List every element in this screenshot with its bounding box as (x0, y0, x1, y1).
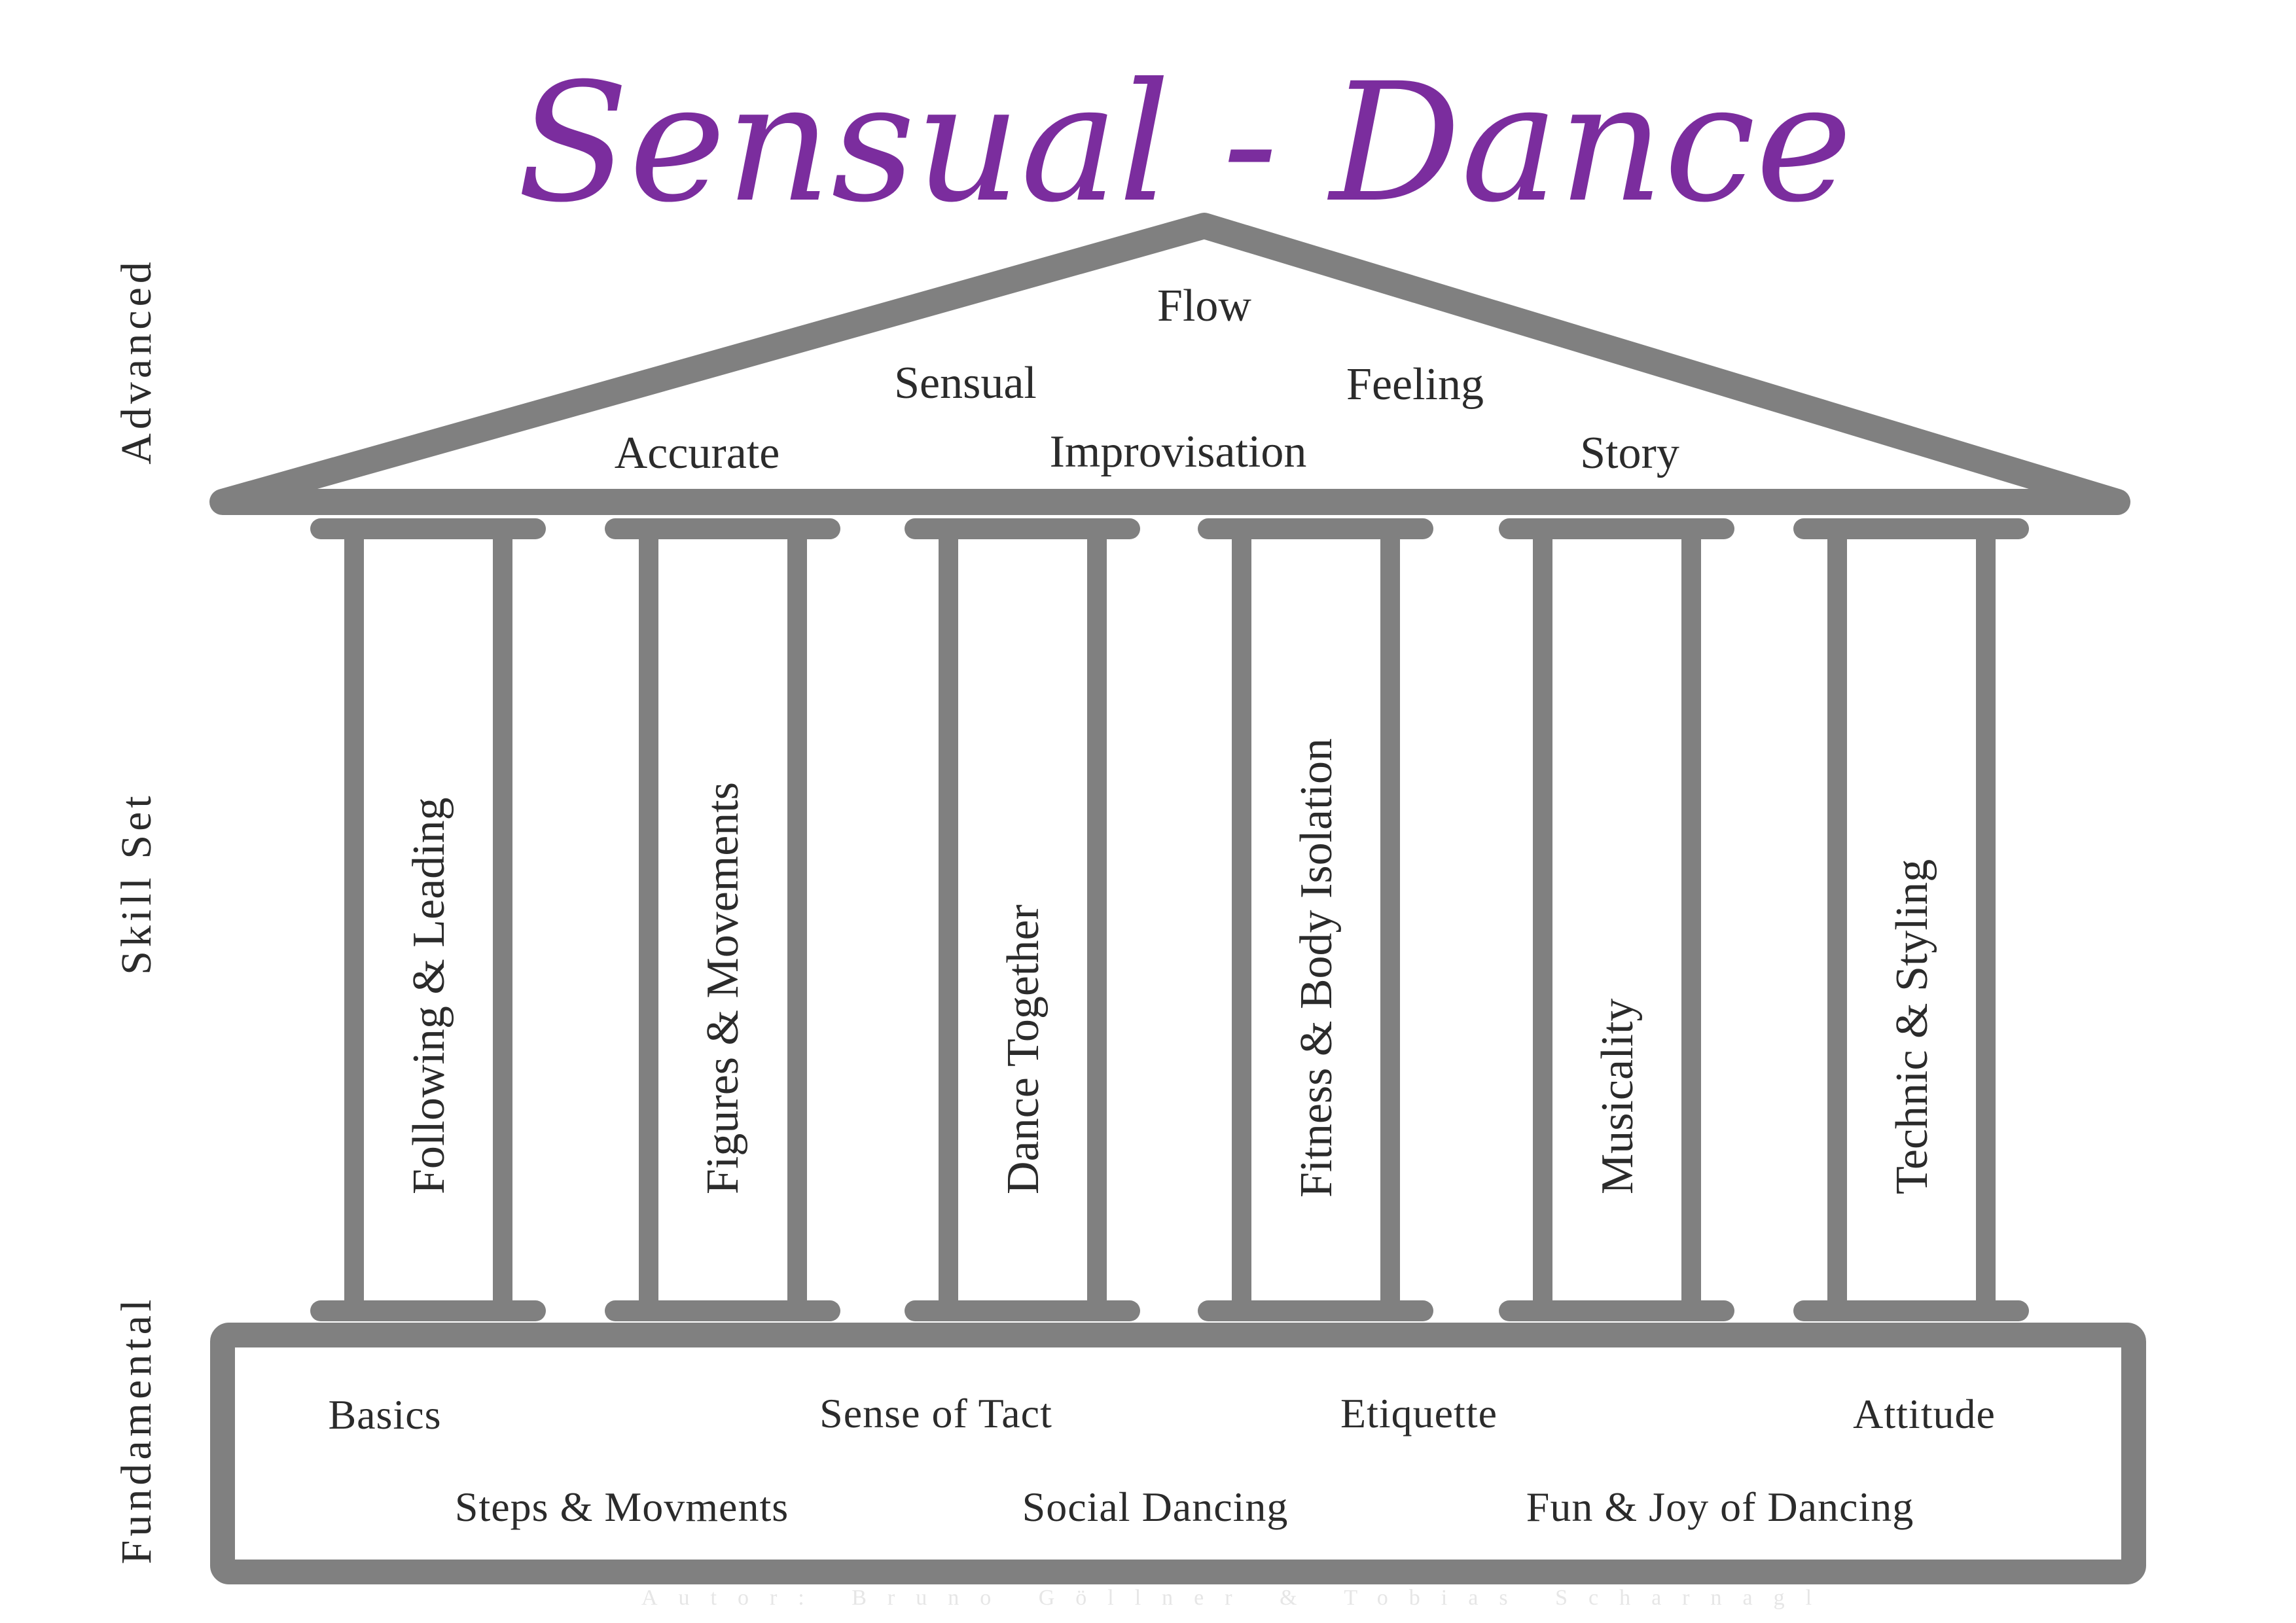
roof-word-improvisation: Improvisation (1050, 427, 1307, 477)
pillar-4 (1198, 518, 1433, 1321)
level-label-skill-set: Skill Set (113, 792, 160, 975)
pillar-label-figures-movements: Figures & Movements (698, 782, 748, 1194)
pillar-label-following-leading: Following & Leading (404, 797, 454, 1194)
foundation-words: Basics Sense of Tact Etiquette Attitude … (328, 1390, 1996, 1530)
pillar-1 (310, 518, 546, 1321)
pillar-label-dance-together: Dance Together (998, 904, 1049, 1194)
roof-word-flow: Flow (1157, 281, 1251, 331)
foundation-word-etiquette: Etiquette (1340, 1390, 1498, 1436)
level-label-fundamental: Fundamental (113, 1296, 160, 1565)
foundation-word-social-dancing: Social Dancing (1022, 1484, 1289, 1530)
roof-word-sensual: Sensual (894, 358, 1037, 408)
roof-triangle (209, 213, 2130, 515)
pillar-3 (905, 518, 1140, 1321)
roof-word-accurate: Accurate (615, 428, 780, 478)
foundation-box (210, 1323, 2146, 1584)
level-labels: Advanced Skill Set Fundamental (113, 258, 160, 1564)
pillar-6 (1793, 518, 2029, 1321)
roof (209, 213, 2130, 515)
pillar-2 (605, 518, 840, 1321)
foundation-word-fun-joy: Fun & Joy of Dancing (1526, 1484, 1914, 1530)
foundation-word-attitude: Attitude (1853, 1391, 1996, 1437)
pillar-5 (1499, 518, 1734, 1321)
foundation-word-steps-movments: Steps & Movments (455, 1484, 789, 1530)
pillar-label-fitness-body-isolation: Fitness & Body Isolation (1291, 738, 1342, 1198)
pillar-labels: Following & Leading Figures & Movements … (404, 738, 1937, 1198)
pillars (310, 518, 2029, 1321)
level-label-advanced: Advanced (113, 258, 160, 465)
diagram-title: Sensual - Dance (517, 48, 1852, 238)
roof-word-feeling: Feeling (1346, 359, 1484, 410)
pillar-label-technic-styling: Technic & Styling (1887, 859, 1937, 1194)
foundation-word-sense-of-tact: Sense of Tact (819, 1390, 1052, 1436)
foundation-word-basics: Basics (328, 1391, 441, 1438)
roof-word-story: Story (1580, 428, 1679, 478)
pillar-label-musicality: Musicality (1592, 999, 1643, 1194)
author-credit: Autor: Bruno Göllner & Tobias Scharnagl (641, 1586, 1833, 1610)
roof-words: Flow Sensual Feeling Accurate Improvisat… (615, 281, 1679, 478)
